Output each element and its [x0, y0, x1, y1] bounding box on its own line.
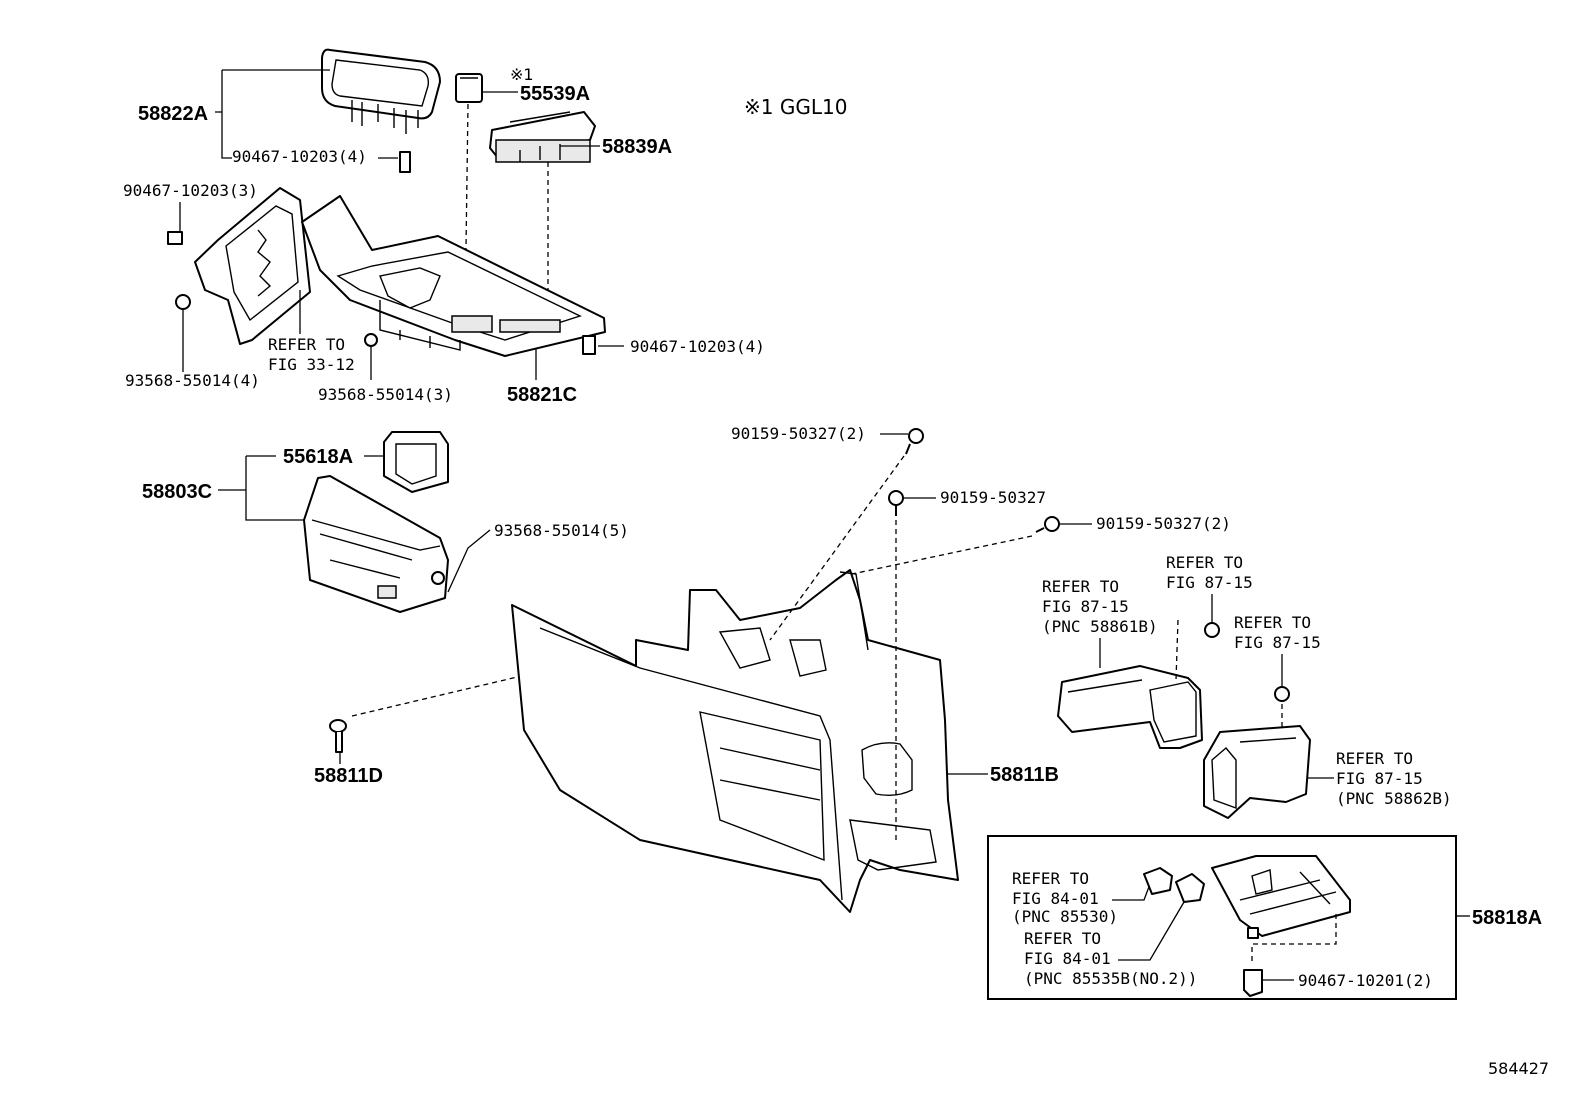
clip-icon [582, 335, 596, 355]
lead-58822A [215, 69, 330, 159]
ref-87-15-d-line3[interactable]: (PNC 58862B) [1336, 789, 1452, 808]
ref-84-01-b-line1[interactable]: REFER TO [1024, 929, 1101, 948]
ref-33-12-line2[interactable]: FIG 33-12 [268, 355, 355, 374]
ref-33-12-line1[interactable]: REFER TO [268, 335, 345, 354]
screw-icon [1204, 622, 1220, 638]
label-58839A[interactable]: 58839A [602, 136, 672, 158]
part-55618A-drawing [383, 431, 449, 493]
label-93568-55014-4[interactable]: 93568-55014(4) [125, 371, 260, 390]
lead-ref-84-01-b [1118, 901, 1185, 961]
label-90159-50327[interactable]: 90159-50327 [940, 488, 1046, 507]
label-93568-55014-3[interactable]: 93568-55014(3) [318, 385, 453, 404]
part-58811B-drawing [511, 569, 959, 913]
lead-93568-5 [447, 529, 491, 593]
dash-58811D [351, 673, 531, 717]
lead-58803C [218, 455, 308, 521]
label-58821C[interactable]: 58821C [507, 384, 577, 406]
screw-icon [888, 490, 904, 516]
clip-icon [1243, 969, 1263, 997]
label-93568-55014-5[interactable]: 93568-55014(5) [494, 521, 629, 540]
part-55539A-drawing [455, 73, 483, 103]
screw-icon [364, 333, 378, 347]
label-90467-10201-2[interactable]: 90467-10201(2) [1298, 971, 1433, 990]
duct-58862B-drawing [1203, 725, 1311, 819]
ref-87-15-d-line1[interactable]: REFER TO [1336, 749, 1413, 768]
label-55618A[interactable]: 55618A [283, 446, 353, 468]
socket-drawing [1143, 867, 1205, 903]
dash-90159-right [851, 535, 1033, 575]
group-box-58818A [987, 835, 1457, 1000]
ref-87-15-a-line3[interactable]: (PNC 58861B) [1042, 617, 1158, 636]
screw-icon [175, 294, 191, 310]
label-58811D[interactable]: 58811D [314, 765, 383, 787]
shift-plate-drawing [194, 187, 311, 345]
ref-87-15-b-line2[interactable]: FIG 87-15 [1166, 573, 1253, 592]
label-90467-10203-3[interactable]: 90467-10203(3) [123, 181, 258, 200]
screw-icon [1035, 516, 1060, 533]
ref-87-15-a-line2[interactable]: FIG 87-15 [1042, 597, 1129, 616]
ref-87-15-c-line1[interactable]: REFER TO [1234, 613, 1311, 632]
figure-id: 584427 [1488, 1059, 1549, 1078]
screw-icon [1274, 686, 1290, 702]
clip-icon [167, 231, 183, 245]
lead-ref-84-01-a [1112, 883, 1151, 901]
label-58822A[interactable]: 58822A [138, 103, 208, 125]
label-90159-50327-2-top[interactable]: 90159-50327(2) [731, 424, 866, 443]
part-58839A-drawing [489, 111, 596, 163]
label-58818A[interactable]: 58818A [1472, 907, 1542, 929]
part-58822A-drawing [321, 48, 441, 173]
ref-84-01-a-line2[interactable]: FIG 84-01 [1012, 889, 1099, 908]
duct-58861B-drawing [1057, 665, 1203, 749]
dash-90159-top [769, 455, 905, 641]
ref-84-01-a-line3[interactable]: (PNC 85530) [1012, 907, 1118, 926]
part-58821C-drawing [301, 195, 606, 357]
ref-84-01-b-line3[interactable]: (PNC 85535B(NO.2)) [1024, 969, 1197, 988]
ref-87-15-c-line2[interactable]: FIG 87-15 [1234, 633, 1321, 652]
note-mark-small: ※1 [510, 65, 534, 84]
label-58811B[interactable]: 58811B [990, 764, 1059, 786]
label-90159-50327-2-right[interactable]: 90159-50327(2) [1096, 514, 1231, 533]
ref-87-15-b-line1[interactable]: REFER TO [1166, 553, 1243, 572]
part-58811D-drawing [329, 719, 347, 753]
screw-icon [905, 428, 924, 455]
ref-84-01-a-line1[interactable]: REFER TO [1012, 869, 1089, 888]
label-90467-10203-4-mid[interactable]: 90467-10203(4) [630, 337, 765, 356]
label-58803C[interactable]: 58803C [142, 481, 212, 503]
note-variant: ※1 GGL10 [744, 95, 847, 119]
part-58803C-drawing [303, 475, 449, 613]
ref-84-01-b-line2[interactable]: FIG 84-01 [1024, 949, 1111, 968]
dash-duct-a [1175, 619, 1179, 681]
ref-87-15-d-line2[interactable]: FIG 87-15 [1336, 769, 1423, 788]
label-90467-10203-4-top[interactable]: 90467-10203(4) [232, 147, 367, 166]
dash-tray [1251, 914, 1337, 964]
label-55539A[interactable]: 55539A [520, 83, 590, 105]
tray-58818A-drawing [1211, 855, 1351, 939]
ref-87-15-a-line1[interactable]: REFER TO [1042, 577, 1119, 596]
